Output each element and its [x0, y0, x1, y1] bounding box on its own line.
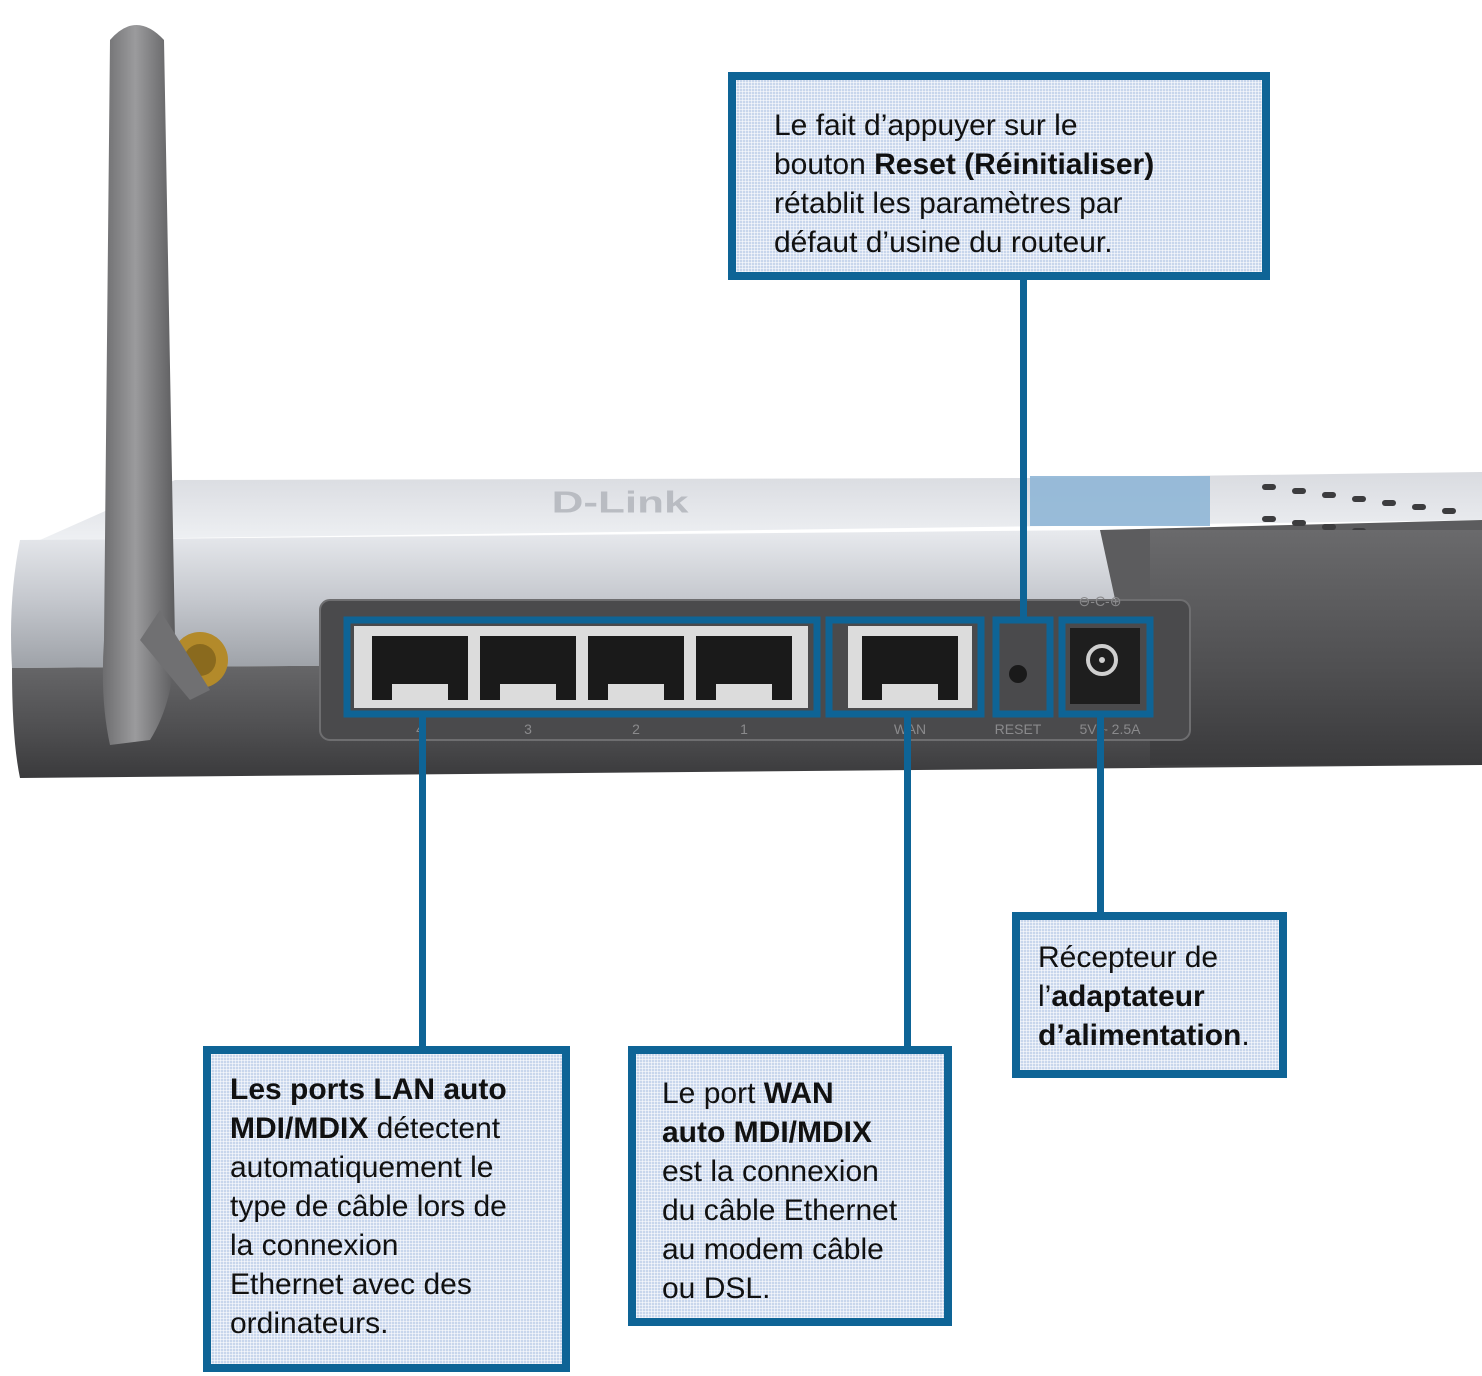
reset-callout-line-2: bouton Reset (Réinitialiser)	[774, 148, 1155, 181]
lan-callout-line-5: la connexion	[230, 1229, 399, 1262]
reset-leader-line	[1020, 280, 1027, 620]
lan-callout: Les ports LAN auto MDI/MDIX détectent au…	[203, 1046, 570, 1372]
port-label-3: 3	[524, 721, 532, 737]
wan-port	[848, 626, 972, 708]
reset-label: RESET	[995, 721, 1042, 737]
lan-callout-line-1: Les ports LAN auto	[230, 1073, 507, 1106]
reset-callout: Le fait d’appuyer sur le bouton Reset (R…	[728, 72, 1270, 280]
power-callout-line-2: l’adaptateur	[1038, 980, 1205, 1013]
power-highlight	[1058, 616, 1154, 718]
lan-callout-line-4: type de câble lors de	[230, 1190, 507, 1223]
power-jack	[1070, 628, 1140, 704]
reset-callout-line-4: défaut d’usine du routeur.	[774, 226, 1113, 259]
antenna	[102, 25, 175, 745]
lan-ports	[354, 626, 808, 708]
lan-callout-line-7: ordinateurs.	[230, 1307, 389, 1340]
power-callout: Récepteur de l’adaptateur d’alimentation…	[1012, 912, 1287, 1078]
power-leader-line	[1097, 714, 1104, 914]
wan-callout: Le port WAN auto MDI/MDIX est la connexi…	[628, 1046, 952, 1326]
lan-callout-line-3: automatiquement le	[230, 1151, 494, 1184]
wan-callout-line-6: ou DSL.	[662, 1272, 771, 1305]
wan-callout-line-5: au modem câble	[662, 1233, 884, 1266]
brand-emboss: D-Link	[552, 486, 690, 520]
reset-hole	[1009, 665, 1027, 683]
polarity-label: ⊖-C-⊕	[1079, 593, 1122, 609]
wan-callout-line-1: Le port WAN	[662, 1077, 834, 1110]
reset-callout-line-3: rétablit les paramètres par	[774, 187, 1123, 220]
router-top-label	[1030, 476, 1210, 526]
port-label-2: 2	[632, 721, 640, 737]
lan-leader-line	[419, 714, 426, 1048]
lan-callout-line-2: MDI/MDIX détectent	[230, 1112, 501, 1145]
power-callout-line-3: d’alimentation.	[1038, 1019, 1250, 1052]
power-callout-line-1: Récepteur de	[1038, 941, 1219, 974]
wan-leader-line	[904, 714, 911, 1048]
lan-callout-line-6: Ethernet avec des	[230, 1268, 472, 1301]
wan-callout-line-2: auto MDI/MDIX	[662, 1116, 872, 1149]
port-label-1: 1	[740, 721, 748, 737]
wan-callout-line-4: du câble Ethernet	[662, 1194, 898, 1227]
reset-callout-line-1: Le fait d’appuyer sur le	[774, 109, 1078, 142]
lan-highlight	[343, 616, 821, 718]
wan-callout-line-3: est la connexion	[662, 1155, 879, 1188]
power-label: 5V⎓ 2.5A	[1080, 721, 1142, 737]
reset-highlight	[992, 616, 1054, 718]
